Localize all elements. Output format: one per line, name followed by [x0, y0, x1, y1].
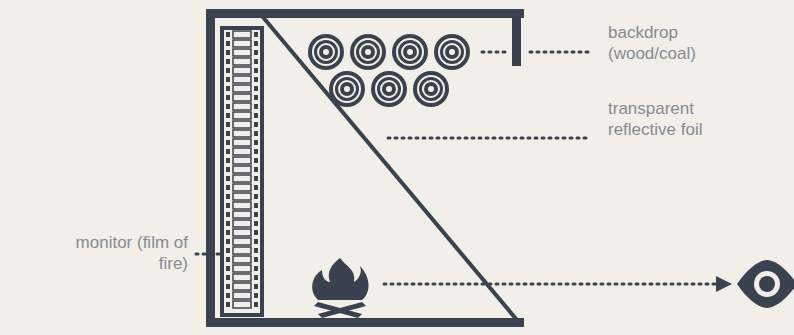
- logs: [308, 34, 470, 107]
- fire-icon: [312, 258, 368, 318]
- film-strip: [222, 28, 262, 315]
- backdrop-label: backdrop (wood/coal): [608, 22, 738, 64]
- leader-lines: [196, 52, 718, 284]
- monitor-label: monitor (film of fire): [68, 232, 188, 274]
- arrow-head: [716, 276, 732, 292]
- eye-icon: [737, 260, 794, 308]
- foil-label: transparent reflective foil: [608, 98, 738, 140]
- reflective-foil: [262, 16, 517, 320]
- housing: [206, 9, 524, 327]
